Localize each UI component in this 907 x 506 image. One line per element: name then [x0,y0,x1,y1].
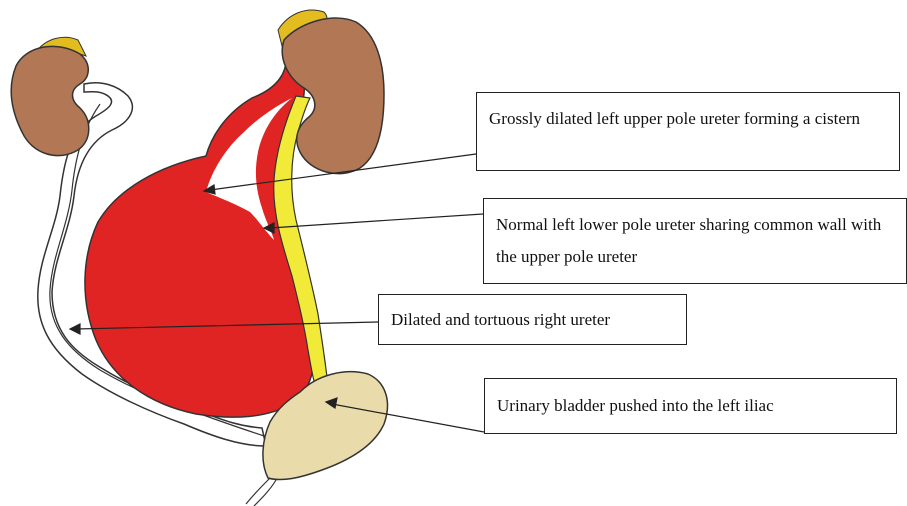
right-kidney [11,46,89,155]
label-right-ureter: Dilated and tortuous right ureter [378,294,687,345]
arrowhead-right-ureter [70,324,80,334]
label-upper-pole-ureter: Grossly dilated left upper pole ureter f… [476,92,900,171]
leader-lower-pole [270,214,483,228]
urethra [246,478,276,506]
label-urinary-bladder: Urinary bladder pushed into the left ili… [484,378,897,434]
label-lower-pole-ureter: Normal left lower pole ureter sharing co… [483,198,907,284]
